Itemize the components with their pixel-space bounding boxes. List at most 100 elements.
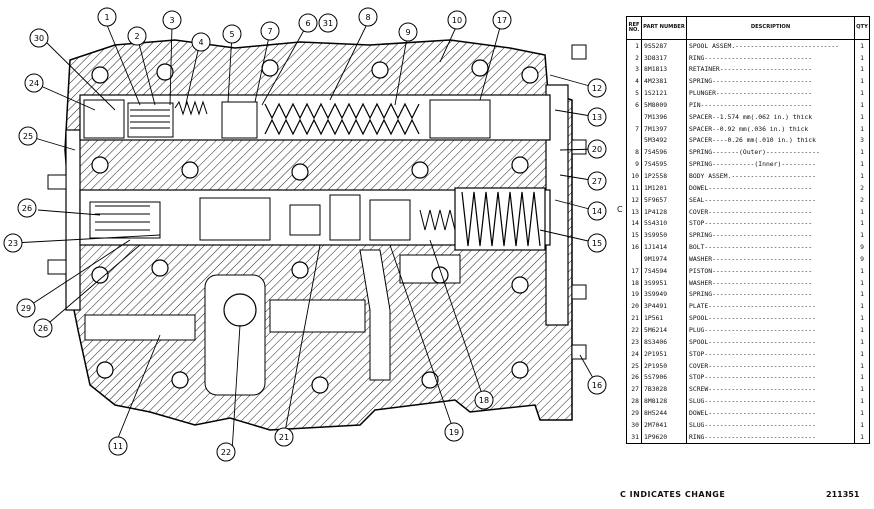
qty-cell: 1 <box>854 146 870 159</box>
qty-cell: 1 <box>854 75 870 88</box>
ref-cell: 24 <box>626 347 642 360</box>
qty-cell: 1 <box>854 205 870 218</box>
qty-cell: 1 <box>854 336 870 348</box>
svg-text:31: 31 <box>323 19 333 28</box>
description-cell: PLUNGER------------------------- <box>686 87 855 100</box>
description-cell: STOP----------------------------- <box>686 347 855 360</box>
description-cell: WASHER-------------------------- <box>686 276 855 289</box>
part-number-cell: 5M8009 <box>641 99 687 112</box>
qty-cell: 1 <box>854 276 870 289</box>
ref-column-header: REF NO. <box>626 16 642 40</box>
part-number-cell: 9S5287 <box>641 39 687 52</box>
ref-cell: 1 <box>626 39 642 52</box>
callout-18: 18 <box>474 390 494 410</box>
callout-19: 19 <box>444 422 464 442</box>
callout-3: 3 <box>162 10 182 30</box>
ref-cell <box>626 253 642 266</box>
callout-17: 17 <box>492 10 512 30</box>
callout-1: 1 <box>97 7 117 27</box>
ref-cell: 17 <box>626 265 642 277</box>
part-number-cell: 8M1813 <box>641 63 687 76</box>
svg-text:24: 24 <box>29 79 39 88</box>
ref-cell: 31 <box>626 430 642 444</box>
qty-cell: 9 <box>854 253 870 266</box>
svg-text:7: 7 <box>267 27 272 36</box>
description-cell: STOP---------------------------- <box>686 217 855 230</box>
ref-cell: 27 <box>626 383 642 396</box>
description-cell: SPRING-------------------------- <box>686 229 855 242</box>
svg-text:12: 12 <box>592 84 602 93</box>
svg-text:21: 21 <box>279 433 289 442</box>
ref-cell: 23 <box>626 336 642 348</box>
ref-cell: 14 <box>626 217 642 230</box>
ref-cell: 26 <box>626 371 642 384</box>
svg-text:17: 17 <box>497 16 507 25</box>
svg-text:22: 22 <box>221 448 231 457</box>
svg-text:25: 25 <box>23 132 33 141</box>
part-number-cell: 2M7041 <box>641 419 687 431</box>
ref-cell: 11 <box>626 182 642 194</box>
svg-text:10: 10 <box>452 16 462 25</box>
description-cell: RING----------------------------- <box>686 430 855 444</box>
description-cell: BOLT---------------------------- <box>686 241 855 254</box>
part-number-cell: 7B3028 <box>641 383 687 396</box>
svg-text:13: 13 <box>592 113 602 122</box>
ref-cell: 18 <box>626 276 642 289</box>
svg-text:20: 20 <box>592 145 602 154</box>
svg-text:8: 8 <box>365 13 370 22</box>
parts-table-header: REF NO. PART NUMBER DESCRIPTION QTY <box>626 16 870 40</box>
bolt-holes <box>91 59 539 394</box>
callout-9: 9 <box>398 22 418 42</box>
callout-8: 8 <box>358 7 378 27</box>
description-column-header: DESCRIPTION <box>686 16 855 40</box>
ref-cell: 3 <box>626 63 642 76</box>
part-number-cell: 3S9950 <box>641 229 687 242</box>
callout-10: 10 <box>447 10 467 30</box>
qty-cell: 1 <box>854 158 870 171</box>
ref-cell: 15 <box>626 229 642 242</box>
ref-cell: 4 <box>626 75 642 88</box>
qty-cell: 1 <box>854 371 870 384</box>
callout-16: 16 <box>587 375 607 395</box>
part-number-cell: 1S2121 <box>641 87 687 100</box>
callout-bubbles: 1 2 3 4 5 6 7 8 9 10 11 12 13 14 15 16 1… <box>3 7 607 462</box>
qty-cell: 1 <box>854 111 870 123</box>
qty-cell: 1 <box>854 419 870 431</box>
part-number-cell: 4M2381 <box>641 75 687 88</box>
ref-cell: 8 <box>626 146 642 159</box>
description-cell: SPOOL ASSEM.--------------------------- <box>686 39 855 52</box>
part-number-cell: 3S9951 <box>641 276 687 289</box>
qty-cell: 1 <box>854 217 870 230</box>
part-number-column-header: PART NUMBER <box>641 16 687 40</box>
svg-text:1: 1 <box>104 13 109 22</box>
svg-text:4: 4 <box>198 38 203 47</box>
qty-cell: 9 <box>854 241 870 254</box>
qty-cell: 1 <box>854 99 870 112</box>
ref-cell: 6 <box>626 99 642 112</box>
callout-2: 2 <box>127 26 147 46</box>
part-number-cell: 2P1951 <box>641 347 687 360</box>
callout-leaders <box>12 19 598 453</box>
svg-text:26: 26 <box>22 204 32 213</box>
part-number-cell: 5S7906 <box>641 371 687 384</box>
description-cell: SLUG----------------------------- <box>686 395 855 408</box>
svg-text:23: 23 <box>8 239 18 248</box>
ref-cell: 25 <box>626 359 642 372</box>
qty-cell: 1 <box>854 395 870 408</box>
qty-cell: 3 <box>854 134 870 147</box>
qty-cell: 1 <box>854 87 870 100</box>
callout-11: 11 <box>108 436 128 456</box>
qty-cell: 1 <box>854 229 870 242</box>
